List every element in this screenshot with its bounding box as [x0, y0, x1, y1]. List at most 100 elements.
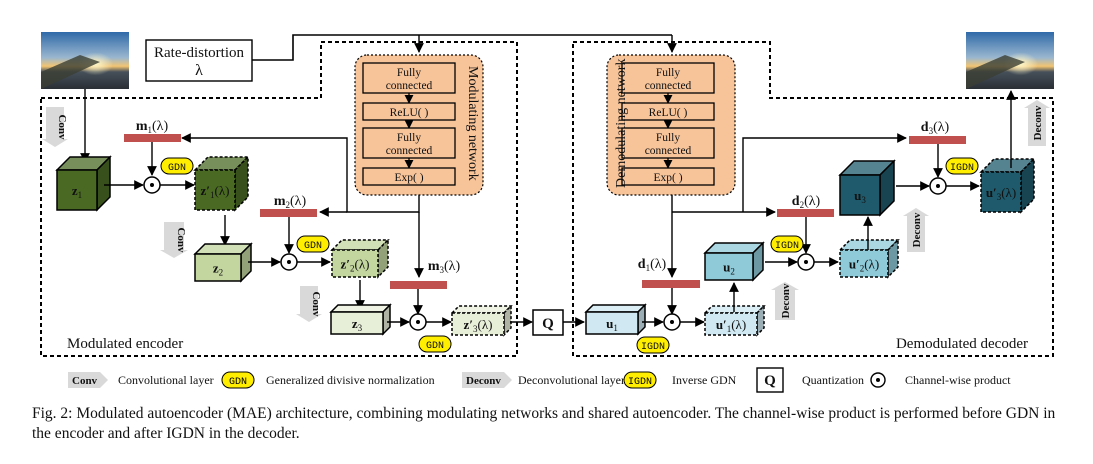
layer-label: ReLU( ) [649, 107, 688, 119]
feature-u3-modulated-label: u′3(λ) [986, 185, 1016, 202]
feature-z3-label: z3 [352, 316, 363, 333]
legend-text: Quantization [802, 373, 864, 387]
legend-symbol [68, 372, 108, 388]
channel-wise-product-node [663, 313, 681, 331]
layer-label: Exp( ) [394, 172, 423, 184]
lambda-line [252, 34, 672, 61]
legend-symbol [756, 367, 784, 393]
layer-label: Fully [656, 132, 681, 144]
encoder-region [40, 41, 518, 357]
channel-wise-product-node [929, 177, 947, 195]
feature-z1-modulated-label: z′1(λ) [201, 183, 230, 200]
layer-label: Fully [397, 67, 422, 79]
conv-arrow-1: Conv [42, 107, 68, 147]
legend-item-prod: Channel-wise product [870, 372, 1011, 388]
legend-symbol [221, 371, 255, 389]
vector-m1: m1(λ) [124, 119, 181, 142]
deconv-arrow-3: Deconv [1024, 100, 1050, 146]
layer-label: Fully [397, 132, 422, 144]
decoder-label: Demodulated decoder [896, 336, 1028, 352]
layer-label: connected [645, 80, 692, 92]
feature-u3-modulated: u′3(λ) [979, 157, 1036, 214]
channel-wise-product-node [797, 253, 815, 271]
modulating-layer: Exp( ) [362, 167, 456, 186]
svg-text:Deconv: Deconv [1032, 105, 1044, 140]
feature-z1: z1 [55, 155, 112, 212]
gdn-badge-2: GDN [296, 235, 330, 253]
vector-d2: d2(λ) [777, 194, 834, 217]
svg-text:GDN: GDN [168, 163, 186, 174]
decoder-region [572, 41, 1054, 357]
legend-symbol-text: Conv [72, 375, 98, 387]
legend-symbol [623, 371, 657, 389]
svg-text:Conv: Conv [175, 227, 187, 253]
legend-symbol [462, 372, 512, 388]
feature-z2-modulated: z′2(λ) [330, 238, 390, 279]
svg-text:Deconv: Deconv [911, 212, 923, 247]
vector-m2-label: m2(λ) [274, 194, 307, 210]
feature-z2: z2 [193, 242, 253, 283]
svg-text:IGDN: IGDN [641, 342, 665, 353]
feature-z1-modulated: z′1(λ) [193, 155, 250, 212]
svg-text:GDN: GDN [426, 341, 444, 352]
input-image [41, 32, 129, 89]
deconv-arrow-1: Deconv [771, 282, 799, 320]
feature-z2-modulated-label: z′2(λ) [341, 257, 370, 274]
rate-distortion-title: Rate-distortion [154, 45, 244, 61]
legend-symbol-text: Q [764, 373, 776, 389]
modulating-layer: ReLU( ) [362, 102, 456, 129]
svg-text:Deconv: Deconv [780, 283, 792, 318]
feature-u2: u2 [703, 241, 765, 282]
vector-d2-label: d2(λ) [792, 194, 821, 210]
conv-arrow-3: Conv [296, 286, 322, 322]
gdn-badge-3: GDN [418, 335, 452, 353]
svg-text:IGDN: IGDN [775, 241, 799, 252]
feature-z3: z3 [329, 303, 392, 336]
svg-text:GDN: GDN [304, 241, 322, 252]
feature-u2-label: u2 [723, 260, 735, 277]
channel-wise-product-node [409, 313, 427, 331]
vector-d3: d3(λ) [909, 120, 966, 144]
legend-text: Generalized divisive normalization [266, 373, 435, 387]
encoder-label: Modulated encoder [67, 336, 183, 352]
figure-caption: Fig. 2: Modulated autoencoder (MAE) arch… [32, 405, 1056, 442]
legend-text: Deconvolutional layer [518, 373, 625, 387]
layer-label: Exp( ) [653, 172, 682, 184]
feature-z2-label: z2 [213, 261, 223, 278]
feature-z3-modulated: z′3(λ) [450, 304, 513, 337]
svg-text:Conv: Conv [56, 114, 68, 140]
legend-text: Convolutional layer [118, 373, 214, 387]
feature-u1-modulated-label: u′1(λ) [716, 317, 746, 334]
feature-z3-modulated-label: z′3(λ) [464, 317, 493, 334]
layer-label: Fully [656, 67, 681, 79]
vector-m3-label: m3(λ) [428, 259, 461, 275]
vector-d1: d1(λ) [638, 257, 700, 288]
layer-label: connected [386, 145, 433, 157]
svg-text:IGDN: IGDN [950, 163, 974, 174]
layer-label: connected [645, 145, 692, 157]
channel-wise-product-node [280, 253, 298, 271]
igdn-badge-1: IGDN [636, 336, 670, 354]
d3-routing [742, 133, 907, 212]
output-image [966, 32, 1054, 89]
legend-symbol-text: Deconv [466, 375, 501, 387]
demodulating-network-title: Demodulating network [614, 59, 629, 188]
legend-text: Channel-wise product [905, 373, 1011, 387]
vector-m3: m3(λ) [390, 259, 460, 289]
vector-m2: m2(λ) [260, 194, 317, 217]
gdn-badge-1: GDN [160, 157, 194, 175]
legend-item-conv: Conv Convolutional layer [68, 372, 214, 388]
feature-u3: u3 [838, 159, 896, 217]
svg-text:Q: Q [542, 316, 554, 332]
legend-item-q: Q Quantization [756, 367, 864, 393]
feature-u1-label: u1 [606, 316, 618, 333]
demodulating-layer: ReLU( ) [621, 102, 715, 129]
vector-m1-label: m1(λ) [136, 119, 169, 135]
